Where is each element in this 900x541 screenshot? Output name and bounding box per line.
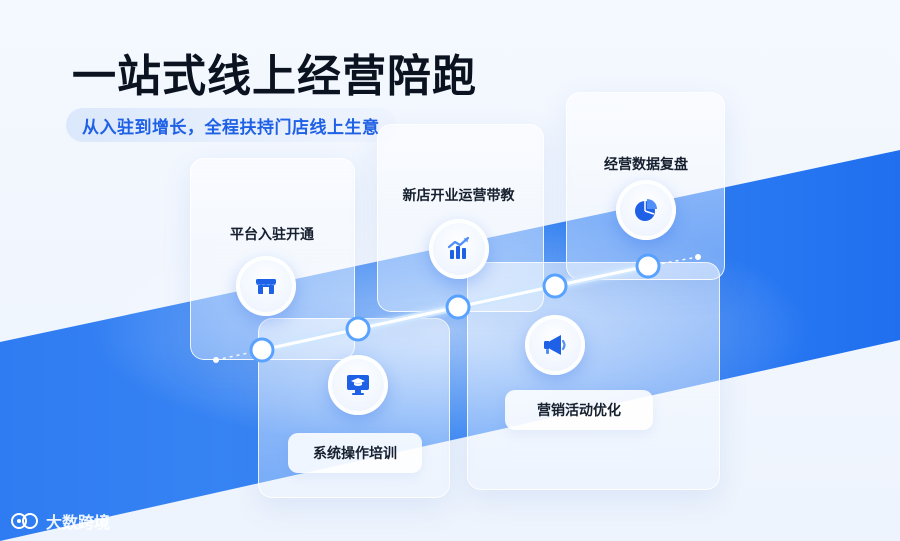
step-label-marketing-optimization: 营销活动优化 [505,390,653,430]
storefront-icon [236,256,296,316]
step-label-system-training: 系统操作培训 [288,433,422,473]
subtitle-pill: 从入驻到增长，全程扶持门店线上生意 [66,108,396,142]
watermark-logo-icon [11,513,38,529]
bar-chart-trend-icon [429,219,489,279]
megaphone-icon [525,315,585,375]
watermark-text: 大数跨境 [46,513,111,532]
panel-step-4 [467,262,720,490]
subtitle-text: 从入驻到增长，全程扶持门店线上生意 [82,117,380,138]
step-label-new-store-coaching: 新店开业运营带教 [402,188,515,204]
page-title: 一站式线上经营陪跑 [72,51,477,102]
pie-chart-icon [616,180,676,240]
step-label-data-review: 经营数据复盘 [604,157,688,173]
step-label-platform-onboarding: 平台入驻开通 [230,227,314,243]
monitor-graduation-cap-icon [328,355,388,415]
watermark: 大数跨境 [10,509,110,533]
